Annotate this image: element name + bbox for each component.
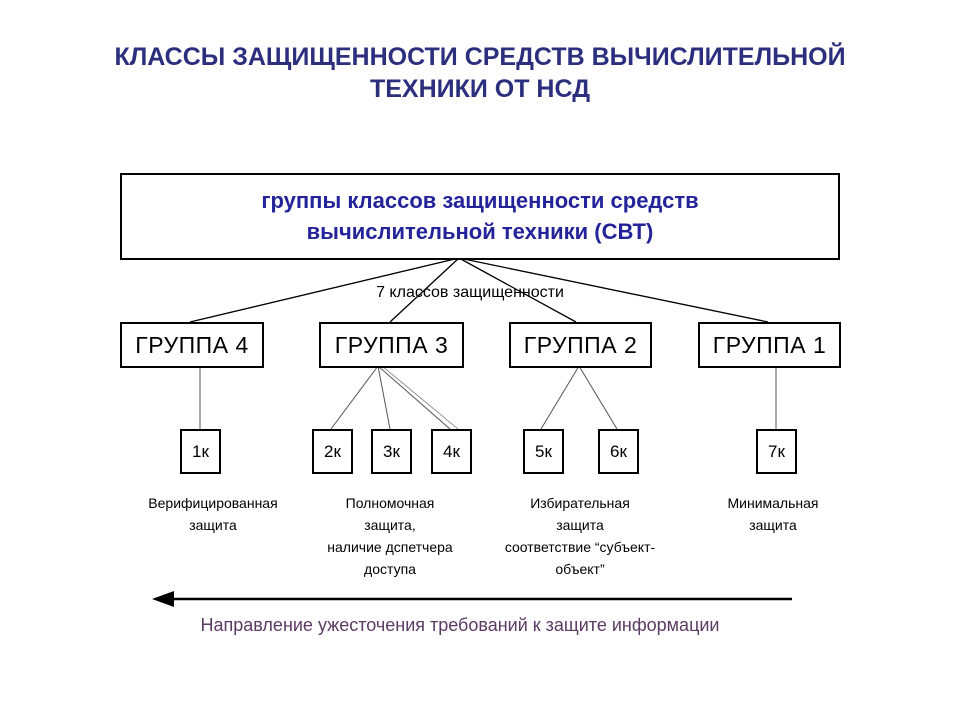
description-line: защита, <box>364 517 416 533</box>
group-node-3: ГРУППА 3 <box>319 322 464 368</box>
description-line: Полномочная <box>345 495 435 511</box>
class-node-3k: 3к <box>371 429 412 474</box>
group-node-1: ГРУППА 1 <box>698 322 841 368</box>
class-node-2k: 2к <box>312 429 353 474</box>
description-line: защита <box>189 517 237 533</box>
description-group-2: Избирательная защита соответствие “субъе… <box>480 492 680 580</box>
description-line: защита <box>749 517 797 533</box>
class-node-5k: 5к <box>523 429 564 474</box>
direction-label: Направление ужесточения требований к защ… <box>200 615 720 635</box>
description-line: соответствие “субъект- <box>504 539 656 555</box>
page-title-line-2: ТЕХНИКИ ОТ НСД <box>369 75 591 103</box>
class-node-6k: 6к <box>598 429 639 474</box>
direction-arrow-head <box>152 591 174 607</box>
group-node-4: ГРУППА 4 <box>120 322 264 368</box>
description-line: наличие дспетчера <box>327 539 453 555</box>
root-node-line-2: вычислительной техники (СВТ) <box>306 219 654 244</box>
description-line: Верифицированная <box>148 495 278 511</box>
group-node-2: ГРУППА 2 <box>509 322 652 368</box>
connector-group2-class5 <box>540 365 580 430</box>
connector-root-group2 <box>458 257 577 323</box>
description-line: Минимальная <box>727 495 819 511</box>
class-node-7k: 7к <box>756 429 797 474</box>
connector-label: 7 классов защищенности <box>376 284 564 301</box>
connector-root-group3 <box>389 257 460 323</box>
description-line: доступа <box>364 561 416 577</box>
class-node-4k: 4к <box>431 429 472 474</box>
connector-group3-class2 <box>330 365 379 430</box>
description-group-1: Минимальная защита <box>688 492 858 536</box>
connector-group2-class6 <box>578 365 618 430</box>
description-line: защита <box>556 517 604 533</box>
connector-group3-class4 <box>377 365 451 430</box>
page-title-line-1: КЛАССЫ ЗАЩИЩЕННОСТИ СРЕДСТВ ВЫЧИСЛИТЕЛЬН… <box>114 43 846 71</box>
description-group-4: Верифицированная защита <box>118 492 308 536</box>
connector-group3-class3 <box>377 365 391 430</box>
description-group-3: Полномочная защита, наличие дспетчера до… <box>300 492 480 580</box>
root-node-box: группы классов защищенности средств вычи… <box>120 173 840 260</box>
class-node-1k: 1к <box>180 429 221 474</box>
description-line: Избирательная <box>530 495 630 511</box>
connector-root-group1 <box>458 257 769 323</box>
connector-group3-class4-second <box>381 365 459 430</box>
description-line: объект” <box>555 561 605 577</box>
root-node-line-1: группы классов защищенности средств <box>261 188 699 213</box>
connector-root-group4 <box>189 257 460 323</box>
